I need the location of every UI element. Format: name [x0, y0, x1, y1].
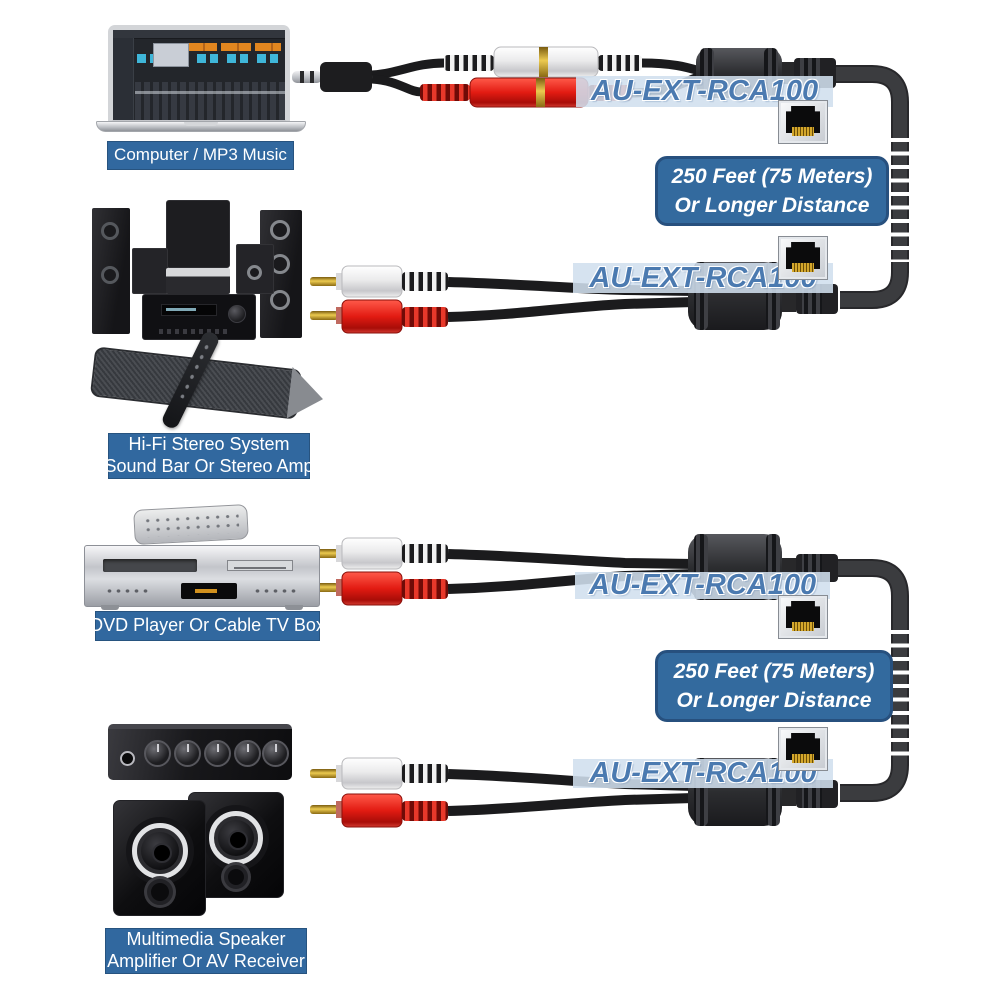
- dvd-player-image: [82, 504, 322, 610]
- label-speakers: Multimedia Speaker Amplifier Or AV Recei…: [105, 928, 307, 974]
- music-software-screen: [113, 30, 285, 120]
- dvd-tray: [227, 560, 293, 571]
- distance-line2: Or Longer Distance: [674, 194, 870, 217]
- subwoofer: [166, 200, 230, 268]
- label-dvd-text: DVD Player Or Cable TV Box: [90, 615, 325, 636]
- long-cable-bottom: [834, 559, 910, 802]
- aux-plug-body: [320, 62, 372, 92]
- laptop-base: [96, 121, 306, 132]
- rca-coupler-white: [444, 46, 702, 78]
- label-hifi-line2: Sound Bar Or Stereo Amp: [104, 456, 314, 476]
- label-hifi-line1: Hi-Fi Stereo System: [128, 434, 290, 455]
- label-speakers-line1: Multimedia Speaker: [126, 929, 286, 950]
- speaker-left: [113, 800, 206, 916]
- rj45-jack-icon-1: [778, 100, 828, 144]
- laptop-image: [108, 25, 290, 123]
- model-watermark-3: AU-EXT-RCA100: [575, 572, 830, 599]
- label-hifi: Hi-Fi Stereo System Sound Bar Or Stereo …: [104, 433, 314, 479]
- dvd-player: [84, 545, 320, 610]
- long-cable-top: [834, 65, 910, 309]
- label-speakers-line2: Amplifier Or AV Receiver: [107, 951, 305, 971]
- distance-callout-bottom: 250 Feet (75 Meters) Or Longer Distance: [655, 650, 893, 722]
- distance-callout-top: 250 Feet (75 Meters) Or Longer Distance: [655, 156, 889, 226]
- bookshelf-speaker-right: [236, 244, 274, 294]
- soundbar-image: [89, 329, 305, 435]
- tower-speaker-left: [92, 208, 130, 334]
- dvd-display: [181, 583, 237, 599]
- rj45-jack-icon-4: [778, 727, 828, 771]
- aux-to-rca-cable: [292, 58, 445, 97]
- label-computer-text: Computer / MP3 Music: [114, 145, 287, 165]
- rca-cable-row3: [310, 537, 695, 606]
- distance-line1: 250 Feet (75 Meters): [671, 165, 873, 188]
- bookshelf-speaker-left: [132, 248, 168, 294]
- distance-line1: 250 Feet (75 Meters): [673, 660, 875, 683]
- amplifier-image: [108, 724, 292, 780]
- hifi-system-image: [89, 200, 305, 435]
- aux-plug-tip: [292, 71, 322, 83]
- av-receiver: [142, 294, 256, 340]
- distance-line2: Or Longer Distance: [676, 689, 872, 712]
- dvd-remote: [133, 504, 249, 545]
- label-dvd: DVD Player Or Cable TV Box: [90, 611, 325, 641]
- vhs-slot: [103, 559, 197, 572]
- center-speaker: [166, 268, 230, 294]
- rj45-jack-icon-3: [778, 595, 828, 639]
- rj45-jack-icon-2: [778, 236, 828, 280]
- label-computer: Computer / MP3 Music: [107, 141, 294, 170]
